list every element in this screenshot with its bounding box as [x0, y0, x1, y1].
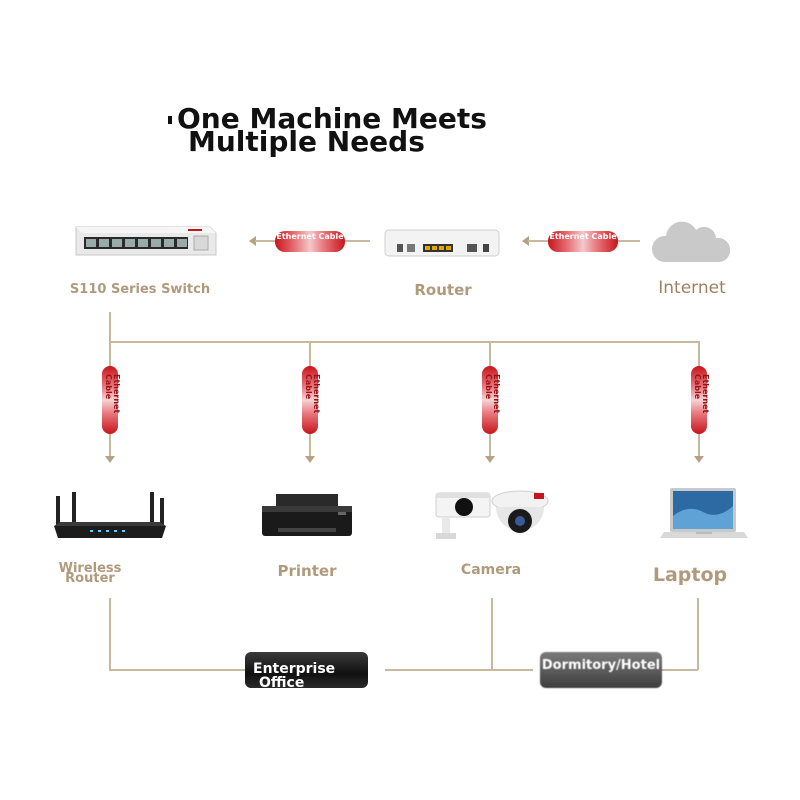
connector-line [618, 240, 640, 242]
tree-line [109, 434, 111, 456]
ethernet-cable-top-1: Ethernet Cable [275, 231, 345, 252]
tree-line [109, 312, 111, 342]
router-icon [384, 229, 500, 257]
cloud-icon [651, 221, 731, 262]
tree-line [109, 669, 246, 671]
arrow-left-icon [522, 236, 529, 246]
enterprise-office-badge: Enterprise Office [245, 652, 368, 690]
ethernet-cable-branch-4: Ethernet Cable [691, 366, 710, 434]
switch-label: S110 Series Switch [69, 282, 211, 297]
tree-line [660, 669, 698, 671]
connector-line [528, 240, 548, 242]
camera-label: Camera [460, 562, 522, 578]
tree-line [309, 434, 311, 456]
laptop-label: Laptop [652, 564, 728, 586]
printer-icon [262, 494, 352, 536]
tree-line [109, 341, 700, 343]
printer-label: Printer [277, 562, 337, 580]
internet-label: Internet [658, 278, 726, 298]
arrow-down-icon [694, 456, 704, 463]
tree-line [489, 434, 491, 456]
dormitory-hotel-badge: Dormitory/Hotel [540, 652, 662, 688]
tree-line [491, 598, 493, 670]
tree-line [698, 342, 700, 368]
switch-icon [75, 226, 217, 256]
tree-line [309, 342, 311, 368]
ethernet-cable-branch-1: Ethernet Cable [102, 366, 121, 434]
tree-line [109, 342, 111, 368]
ethernet-cable-branch-2: Ethernet Cable [302, 366, 321, 434]
tree-line [697, 598, 699, 670]
ethernet-cable-top-2: Ethernet Cable [548, 231, 618, 252]
connector-line [345, 240, 370, 242]
page-title: One Machine Meets Multiple Needs [168, 105, 628, 156]
camera-icon [435, 490, 549, 539]
connector-line [255, 240, 275, 242]
router-label: Router [414, 281, 472, 299]
wireless-router-label: Wireless Router [58, 561, 122, 586]
laptop-icon [660, 488, 748, 538]
arrow-down-icon [305, 456, 315, 463]
tree-line [109, 598, 111, 670]
arrow-left-icon [249, 236, 256, 246]
wireless-router-icon [54, 492, 166, 538]
ethernet-cable-branch-3: Ethernet Cable [482, 366, 501, 434]
tree-line [698, 434, 700, 456]
bullet-icon [168, 116, 172, 124]
arrow-down-icon [485, 456, 495, 463]
tree-line [489, 342, 491, 368]
tree-line [385, 669, 533, 671]
arrow-down-icon [105, 456, 115, 463]
